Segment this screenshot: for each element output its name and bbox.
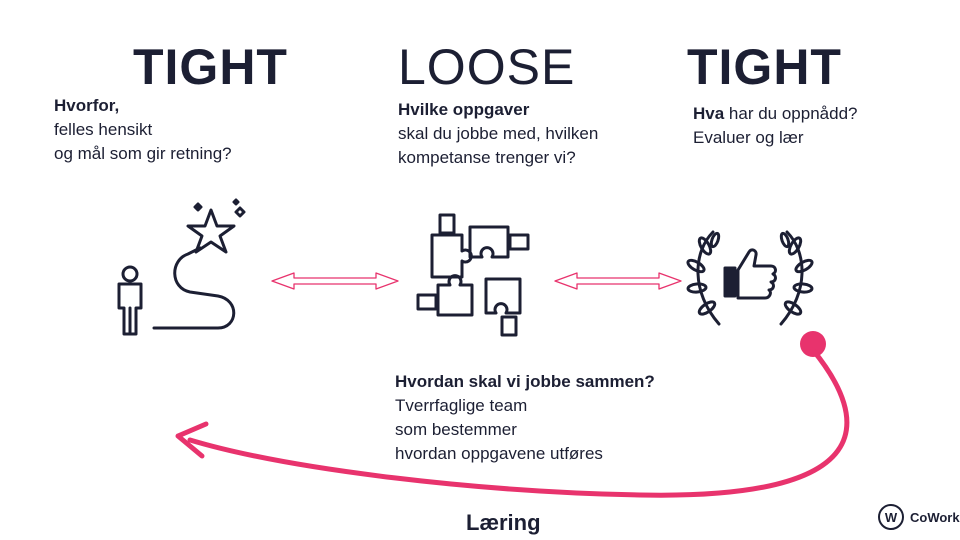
why-bold-lead: Hvorfor, [54, 96, 120, 115]
hands-puzzle-pieces-icon [416, 213, 530, 337]
double-arrow-right [554, 272, 682, 290]
learning-label: Læring [466, 510, 541, 535]
why-text-block: Hvorfor, felles hensikt og mål som gir r… [54, 94, 232, 166]
double-arrow-left [271, 272, 399, 290]
what-tasks-line-2: kompetanse trenger vi? [398, 148, 576, 167]
heading-loose: LOOSE [398, 39, 576, 95]
cowork-logo: W CoWork [878, 503, 960, 531]
heading-tight-right: TIGHT [687, 39, 842, 95]
why-line-1: felles hensikt [54, 120, 153, 139]
achieved-text-block: Hva har du oppnådd? Evaluer og lær [693, 102, 857, 150]
laurel-thumbs-up-icon [686, 230, 814, 326]
cowork-logo-mark: W [878, 504, 904, 530]
what-tasks-bold-lead: Hvilke oppgaver [398, 100, 530, 119]
collaboration-line-3: hvordan oppgavene utføres [395, 444, 603, 463]
cowork-logo-text: CoWork [910, 509, 960, 525]
collaboration-line-2: som bestemmer [395, 420, 517, 439]
achieved-rest-first: har du oppnådd? [724, 104, 858, 123]
collaboration-line-1: Tverrfaglige team [395, 396, 528, 415]
heading-tight-left: TIGHT [133, 39, 288, 95]
collaboration-text-block: Hvordan skal vi jobbe sammen? Tverrfagli… [395, 370, 655, 466]
achieved-bold-lead: Hva [693, 104, 725, 123]
person-path-to-star-icon [117, 198, 246, 336]
what-tasks-line-1: skal du jobbe med, hvilken [398, 124, 599, 143]
achieved-line-1: Evaluer og lær [693, 128, 804, 147]
what-tasks-text-block: Hvilke oppgaver skal du jobbe med, hvilk… [398, 98, 598, 170]
why-line-2: og mål som gir retning? [54, 144, 232, 163]
collaboration-title: Hvordan skal vi jobbe sammen? [395, 372, 655, 391]
